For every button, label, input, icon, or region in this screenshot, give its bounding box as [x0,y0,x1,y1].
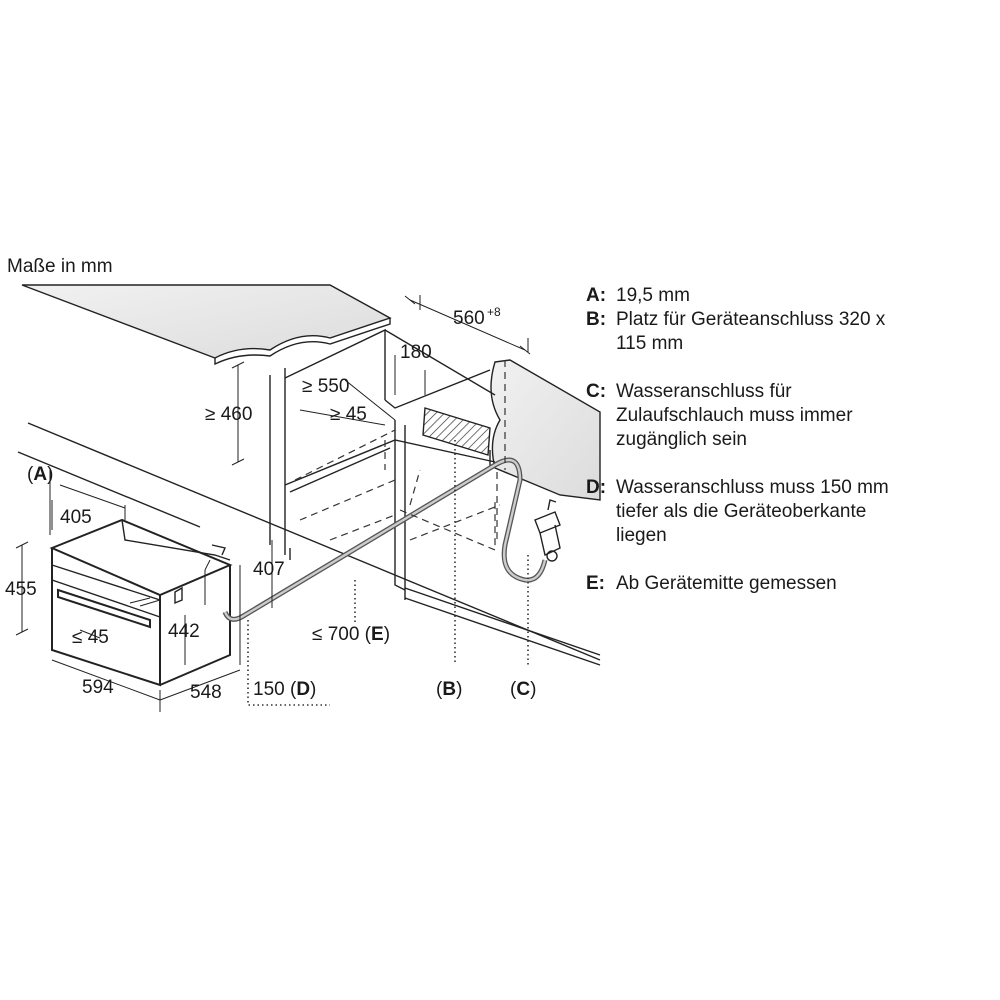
legend-key: C: [586,381,607,402]
callout-a: (A) [27,464,53,485]
units-label: Maße in mm [7,256,113,277]
dimension-45-top: ≥ 45 [330,404,367,425]
legend-text: 19,5 mm [616,285,690,306]
dimension-lines [15,295,531,712]
legend-item-d: D: Wasseranschluss muss 150 mm tiefer al… [586,476,986,548]
legend-text: Platz für Geräteanschluss 320 x 115 mm [616,309,886,354]
legend: A: 19,5 mm B: Platz für Geräteanschluss … [586,284,986,620]
oven-appliance [49,518,233,687]
dimension-455: 455 [5,579,37,600]
legend-key: D: [586,477,607,498]
callout-c: (C) [510,679,536,700]
legend-item-a: A: 19,5 mm [586,284,986,308]
legend-text: Wasseranschluss für Zulaufschlauch muss … [616,381,853,450]
dimension-550: ≥ 550 [302,376,349,397]
dimension-45-front: ≤ 45 [72,627,109,648]
dimension-560-tolerance: +8 [487,305,501,319]
dimension-405: 405 [60,507,92,528]
guide-lines [247,360,529,706]
dimension-442: 442 [168,621,200,642]
legend-text: Ab Gerätemitte gemessen [616,573,837,594]
water-tap-icon [534,499,561,562]
cabinet-niche [17,328,601,666]
dimension-560: 560 [453,308,485,329]
countertop-left [21,284,392,366]
connection-area-b [422,407,491,456]
legend-item-c: C: Wasseranschluss für Zulaufschlauch mu… [586,380,986,452]
legend-key: B: [586,309,607,330]
dimension-180: 180 [400,342,432,363]
dimension-548: 548 [190,682,222,703]
legend-key: E: [586,573,605,594]
legend-item-b: B: Platz für Geräteanschluss 320 x 115 m… [586,308,986,356]
dimension-460: ≥ 460 [205,404,252,425]
legend-text: Wasseranschluss muss 150 mm tiefer als d… [616,477,889,546]
countertop-right [490,359,601,501]
dimension-594: 594 [82,677,114,698]
water-hose [222,457,548,622]
legend-item-e: E: Ab Gerätemitte gemessen [586,572,986,596]
callout-b: (B) [436,679,462,700]
dimension-700: ≤ 700 (E) [312,624,390,645]
dimension-150: 150 (D) [253,679,316,700]
legend-key: A: [586,285,607,306]
dimension-407: 407 [253,559,285,580]
